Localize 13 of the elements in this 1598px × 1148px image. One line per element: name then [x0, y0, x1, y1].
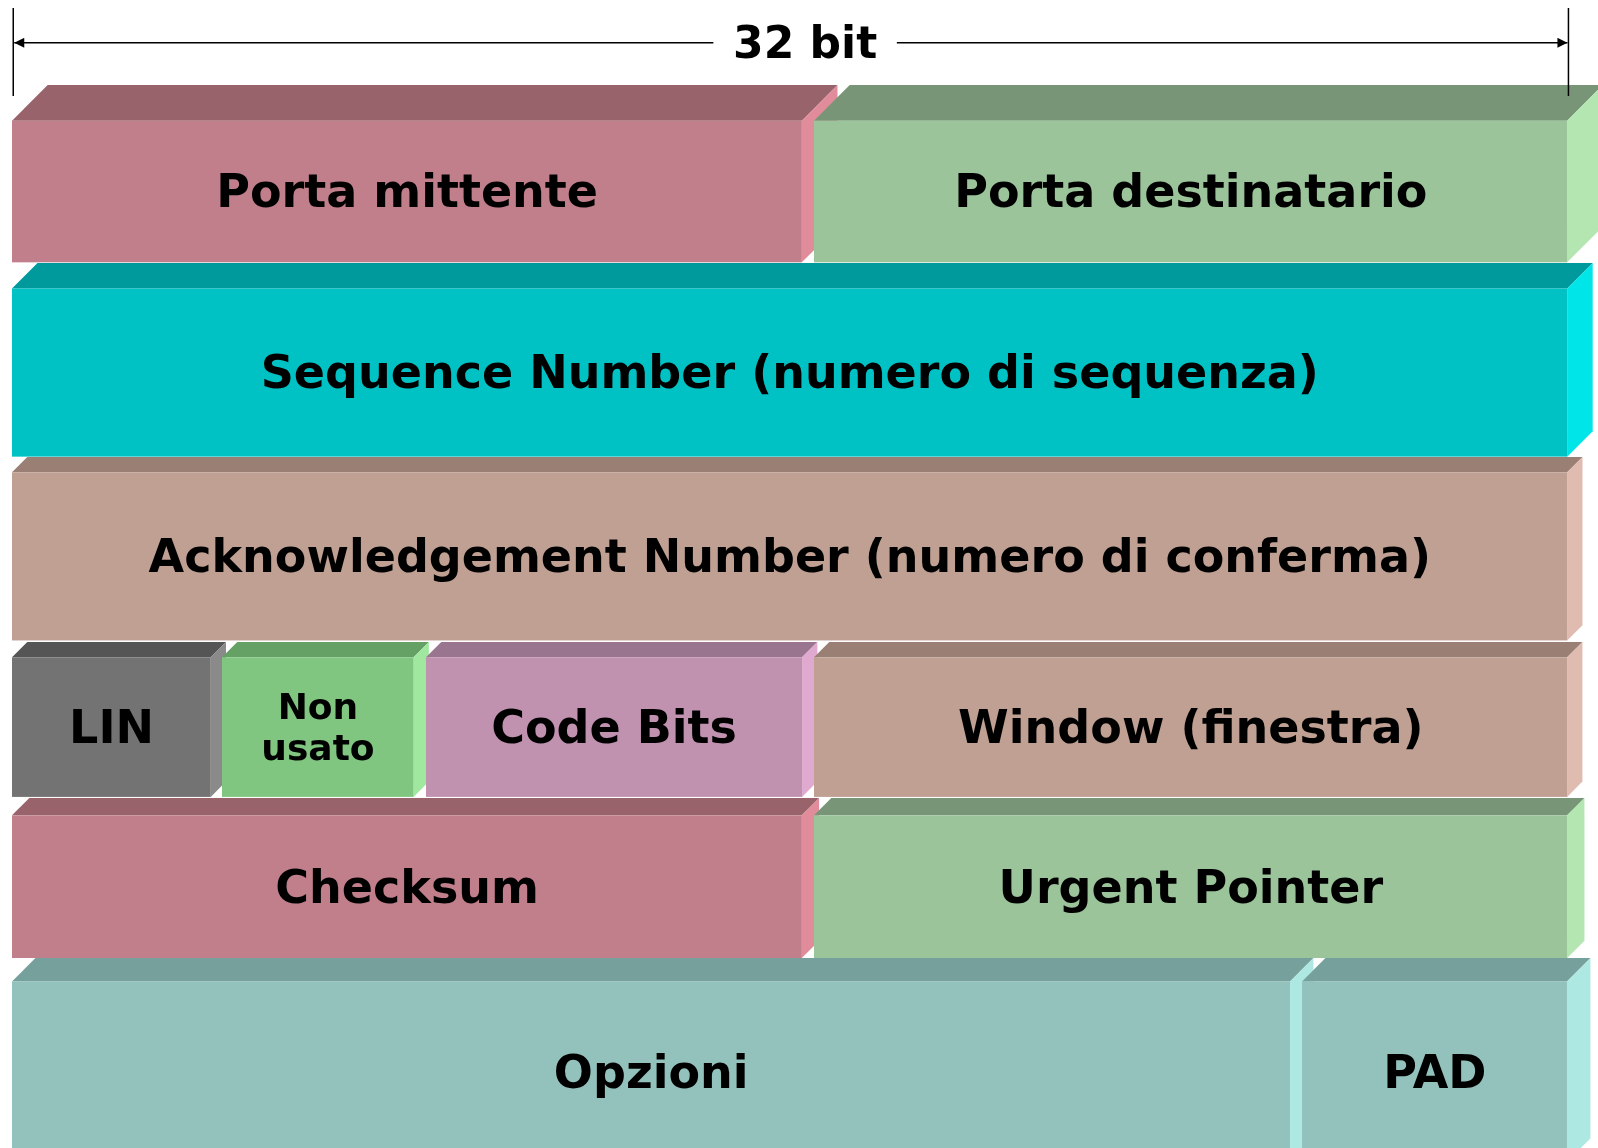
field-name: Porta destinatario [954, 164, 1428, 219]
field-name: LIN [69, 700, 155, 755]
field-name: Sequence Number (numero di sequenza) [260, 345, 1319, 400]
field-name: Urgent Pointer [998, 859, 1384, 914]
field-name: Window (finestra) [958, 700, 1424, 755]
field-name: Porta mittente [216, 164, 599, 219]
field-name: Code Bits [491, 700, 737, 755]
field-name: Non usato [260, 686, 376, 769]
field-name: Opzioni [553, 1044, 749, 1099]
field-name: Checksum [275, 859, 539, 914]
width-label: 32 bit [733, 15, 878, 70]
field-name: Acknowledgement Number (numero di conferma) [148, 528, 1431, 583]
field-name: PAD [1383, 1044, 1487, 1099]
